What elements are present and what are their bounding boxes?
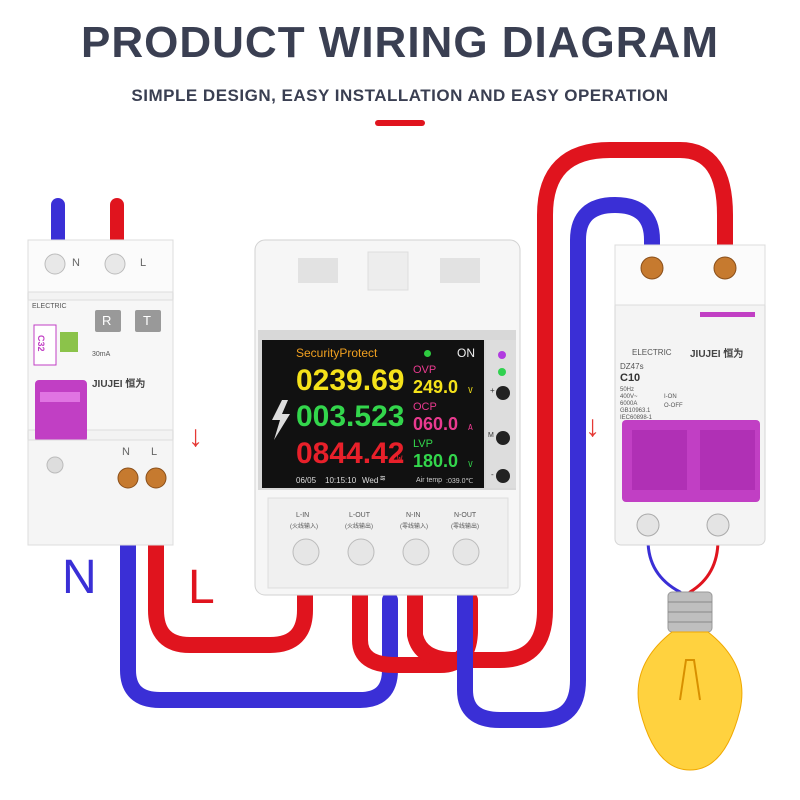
left-breaker-bottom-terminal-n (117, 467, 139, 489)
reset-button-label: R (102, 313, 112, 328)
left-breaker-terminal-l (104, 253, 126, 275)
test-button[interactable] (135, 310, 161, 332)
terminal-sub-n-out: (零线输出) (451, 524, 479, 530)
air-temp-label: Air temp (416, 477, 443, 484)
live-label: L (188, 561, 215, 614)
ovp-unit: V (468, 386, 473, 395)
power-unit: W (397, 455, 403, 465)
terminal-label-n-out: N-OUT (454, 512, 477, 519)
left-breaker-brand: JIUJEI 恒为 (92, 379, 146, 390)
current-reading: 003.523 (296, 400, 405, 433)
right-breaker-top-terminal-n (640, 256, 664, 280)
right-breaker-on-label: I-ON (664, 394, 677, 400)
live-wire-feed (148, 482, 313, 653)
right-breaker-brand: JIUJEI 恒为 (690, 349, 744, 360)
left-breaker-spec: 30mA (92, 351, 111, 358)
current-unit: A (397, 418, 403, 428)
right-breaker-spec-1: 400V~ (620, 394, 638, 400)
terminal-sub-l-out: (火线输出) (345, 524, 373, 530)
terminal-screw-n-out (452, 538, 480, 566)
lightning-icon (272, 400, 290, 440)
terminal-sub-n-in: (零线输入) (400, 524, 428, 530)
lvp-label: LVP (413, 438, 433, 450)
right-breaker-spec-4: IEC60898-1 (620, 415, 653, 421)
test-button-label: T (143, 313, 151, 328)
left-breaker-brand-small: ELECTRIC (32, 303, 67, 310)
right-breaker-spec-0: 50Hz (620, 387, 635, 393)
left-breaker-top-l-label: L (140, 257, 147, 269)
neutral-wire-to-right-breaker (457, 197, 660, 728)
meter-status: ON (457, 346, 475, 360)
meter-button-plus[interactable] (496, 386, 510, 400)
left-breaker-rating: C32 (36, 335, 46, 352)
left-breaker-top-n-label: N (72, 257, 80, 269)
meter-button-m[interactable] (496, 431, 510, 445)
air-temp-value: :039.0℃ (446, 478, 474, 485)
meter-weekday: Wed (362, 476, 379, 485)
page-subtitle: SIMPLE DESIGN, EASY INSTALLATION AND EAS… (131, 86, 669, 105)
terminal-label-l-in: L-IN (296, 512, 310, 519)
right-down-arrow-icon: ↓ (585, 410, 600, 443)
meter-button-m-label: M (488, 432, 494, 439)
left-down-arrow-icon: ↓ (188, 420, 203, 453)
left-breaker-bottom-terminal-l (145, 467, 167, 489)
right-breaker-rating: C10 (620, 372, 641, 384)
left-breaker (27, 239, 174, 546)
meter-time: 10:15:10 (325, 476, 357, 485)
meter-button-plus-label: + (490, 386, 495, 395)
voltage-reading: 0239.69 (296, 364, 405, 397)
left-breaker-terminal-n (44, 253, 66, 275)
bulb-wire-neutral (646, 538, 682, 594)
terminal-screw-l-out (347, 538, 375, 566)
terminal-label-n-in: N-IN (406, 512, 421, 519)
title-accent-bar (375, 120, 425, 126)
right-breaker-bottom-screw-l (706, 513, 730, 537)
neutral-label: N (62, 551, 97, 604)
ocp-unit: A (468, 423, 473, 432)
voltage-unit: V (397, 380, 403, 390)
meter-date: 06/05 (296, 476, 317, 485)
right-breaker (614, 244, 766, 546)
neutral-wire-loop (120, 482, 398, 708)
right-breaker-off-label: O-OFF (664, 403, 683, 409)
power-reading: 0844.42 (296, 437, 405, 470)
meter-button-minus[interactable] (496, 469, 510, 483)
right-breaker-model: DZ47s (620, 362, 644, 371)
ovp-label: OVP (413, 364, 437, 376)
right-breaker-spec-2: 6000A (620, 401, 638, 407)
left-breaker-bottom-n-label: N (122, 446, 130, 458)
right-breaker-brand-small: ELECTRIC (632, 348, 672, 357)
left-breaker-handle[interactable] (35, 380, 87, 442)
meter-screen (262, 340, 484, 488)
terminal-label-l-out: L-OUT (349, 512, 370, 519)
lvp-unit: V (468, 460, 473, 469)
right-breaker-top-terminal-l (713, 256, 737, 280)
meter-header: SecurityProtect (296, 346, 378, 360)
energy-meter (254, 239, 521, 596)
right-breaker-bottom-screw-n (636, 513, 660, 537)
ovp-value: 249.0 (413, 377, 459, 397)
reset-button[interactable] (95, 310, 121, 332)
right-breaker-spec-3: GB10963.1 (620, 408, 651, 414)
terminal-screw-n-in (402, 538, 430, 566)
bulb-wire-live (688, 538, 720, 594)
terminal-screw-l-in (292, 538, 320, 566)
light-bulb (637, 591, 743, 771)
page-title: PRODUCT WIRING DIAGRAM (81, 18, 719, 67)
terminal-sub-l-in: (火线输入) (290, 524, 318, 530)
ocp-value: 060.0 (413, 414, 459, 434)
meter-button-minus-label: - (491, 470, 494, 479)
status-dot-icon (424, 350, 431, 357)
lvp-value: 180.0 (413, 451, 459, 471)
live-wire-to-right-breaker (407, 142, 733, 668)
left-breaker-bottom-l-label: L (151, 446, 158, 458)
wifi-icon: ≋ (380, 474, 386, 484)
ocp-label: OCP (413, 401, 437, 413)
